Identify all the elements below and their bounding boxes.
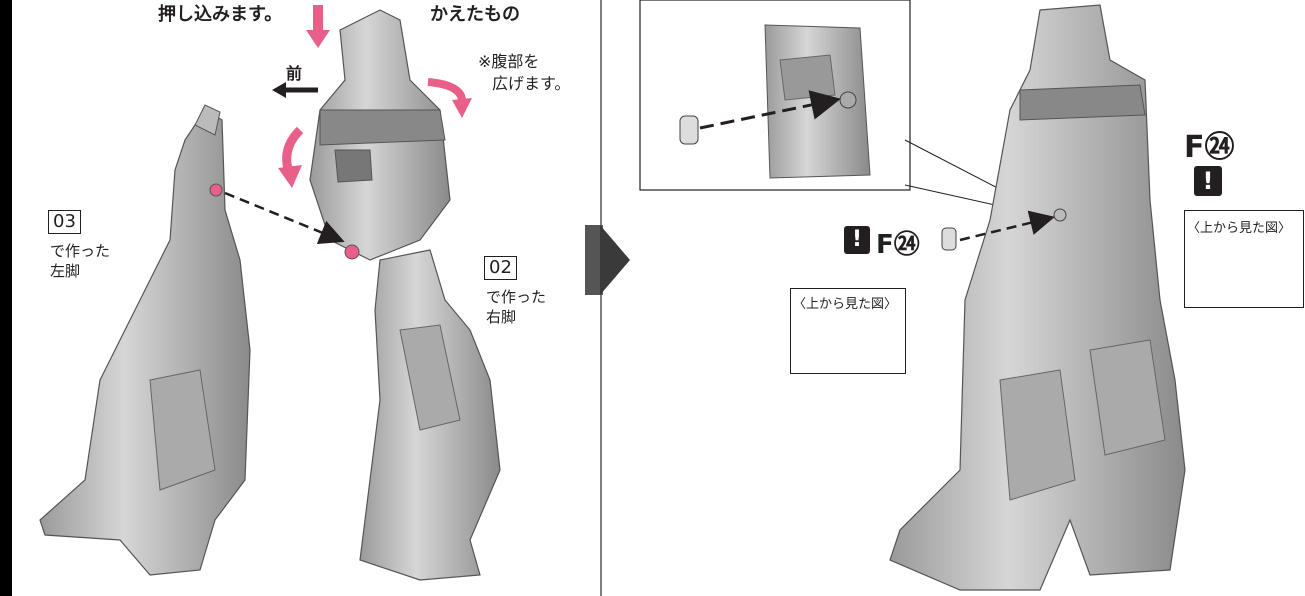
small-part-icon	[941, 227, 957, 251]
part-code-main: F㉔	[876, 230, 920, 260]
right-leg-part	[359, 249, 501, 581]
right-leg-caption-line2: 右脚	[486, 308, 517, 326]
warning-icon: !	[844, 226, 870, 254]
right-leg-step-tag: 02	[484, 256, 517, 280]
partial-instruction-text: かえたもの	[430, 4, 520, 25]
dashed-arrow-icon	[699, 90, 841, 130]
front-direction-arrow-icon	[272, 82, 318, 98]
warning-icon: !	[1194, 166, 1222, 196]
push-instruction-text: 押し込みます。	[158, 4, 283, 25]
left-leg-step-tag: 03	[48, 210, 81, 234]
front-label: 前	[286, 64, 303, 83]
top-view-box-right: 〈上から見た図〉	[1184, 210, 1304, 308]
top-view-box-left: 〈上から見た図〉	[790, 288, 906, 374]
right-leg-caption-line1: で作った	[486, 288, 547, 306]
left-leg-part	[39, 104, 251, 576]
page-edge	[0, 0, 12, 596]
abdomen-note-line2: 広げます。	[492, 74, 571, 93]
left-leg-caption-line2: 左脚	[50, 262, 81, 280]
assembled-robot-part	[889, 4, 1186, 591]
torso-part	[309, 9, 451, 261]
abdomen-note-line1: ※腹部を	[478, 52, 540, 71]
left-leg-caption-line1: で作った	[50, 242, 111, 260]
small-part-icon	[679, 115, 699, 145]
dashed-arrow-icon	[224, 191, 345, 245]
pink-curved-arrow-icon	[278, 5, 472, 188]
top-view-label: 〈上から見た図〉	[1187, 221, 1292, 236]
top-view-label: 〈上から見た図〉	[793, 297, 898, 312]
next-step-arrow-icon	[585, 225, 630, 295]
part-code-side: F㉔	[1184, 130, 1235, 165]
